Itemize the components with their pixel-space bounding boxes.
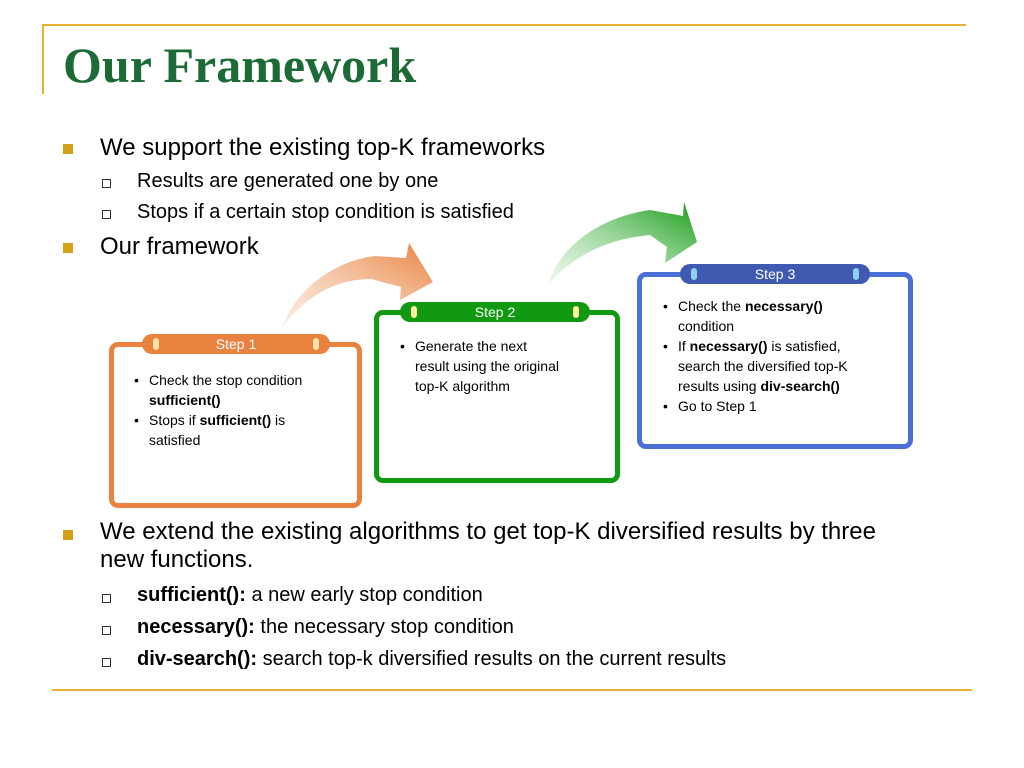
sub-bullet-icon xyxy=(102,179,111,188)
list-item: Go to Step 1 xyxy=(657,396,901,416)
bullet-icon xyxy=(63,144,73,154)
list-item: If necessary() is satisfied,search the d… xyxy=(657,336,901,396)
curved-arrow-icon xyxy=(548,202,697,285)
tab-pill-icon xyxy=(153,338,159,350)
tab-pill-icon xyxy=(313,338,319,350)
sub-bullet-text: Stops if a certain stop condition is sat… xyxy=(137,201,514,223)
curved-arrow-icon xyxy=(282,243,433,328)
bullet-text: We support the existing top-K frameworks xyxy=(100,134,546,161)
tab-pill-icon xyxy=(853,268,859,280)
step-3-tab: Step 3 xyxy=(680,264,870,284)
sub-bullet-icon xyxy=(102,210,111,219)
sub-bullet-icon xyxy=(102,626,111,635)
left-rule xyxy=(42,24,44,94)
sub-bullet-text: div-search(): search top-k diversified r… xyxy=(137,648,727,670)
sub-bullet-icon xyxy=(102,594,111,603)
tab-pill-icon xyxy=(691,268,697,280)
sub-bullet-icon xyxy=(102,658,111,667)
step-1-label: Step 1 xyxy=(215,336,257,352)
top-rule xyxy=(44,24,966,26)
sub-bullet-text: necessary(): the necessary stop conditio… xyxy=(137,616,514,638)
step-2-tab: Step 2 xyxy=(400,302,590,322)
list-item: Check the necessary()condition xyxy=(657,296,901,336)
bullet-text: Our framework xyxy=(100,233,259,260)
bullet-icon xyxy=(63,243,73,253)
step-1-tab: Step 1 xyxy=(142,334,330,354)
sub-bullet-text: sufficient(): a new early stop condition xyxy=(137,584,483,606)
sub-bullet-text: Results are generated one by one xyxy=(137,170,439,192)
tab-pill-icon xyxy=(411,306,417,318)
bottom-rule xyxy=(52,689,972,691)
bullet-icon xyxy=(63,530,73,540)
step-3-label: Step 3 xyxy=(754,266,796,282)
step-3-list: Check the necessary()condition If necess… xyxy=(657,296,901,416)
tab-pill-icon xyxy=(573,306,579,318)
slide-title: Our Framework xyxy=(63,37,417,93)
bullet-text: We extend the existing algorithms to get… xyxy=(100,518,876,573)
step-2-label: Step 2 xyxy=(474,304,516,320)
